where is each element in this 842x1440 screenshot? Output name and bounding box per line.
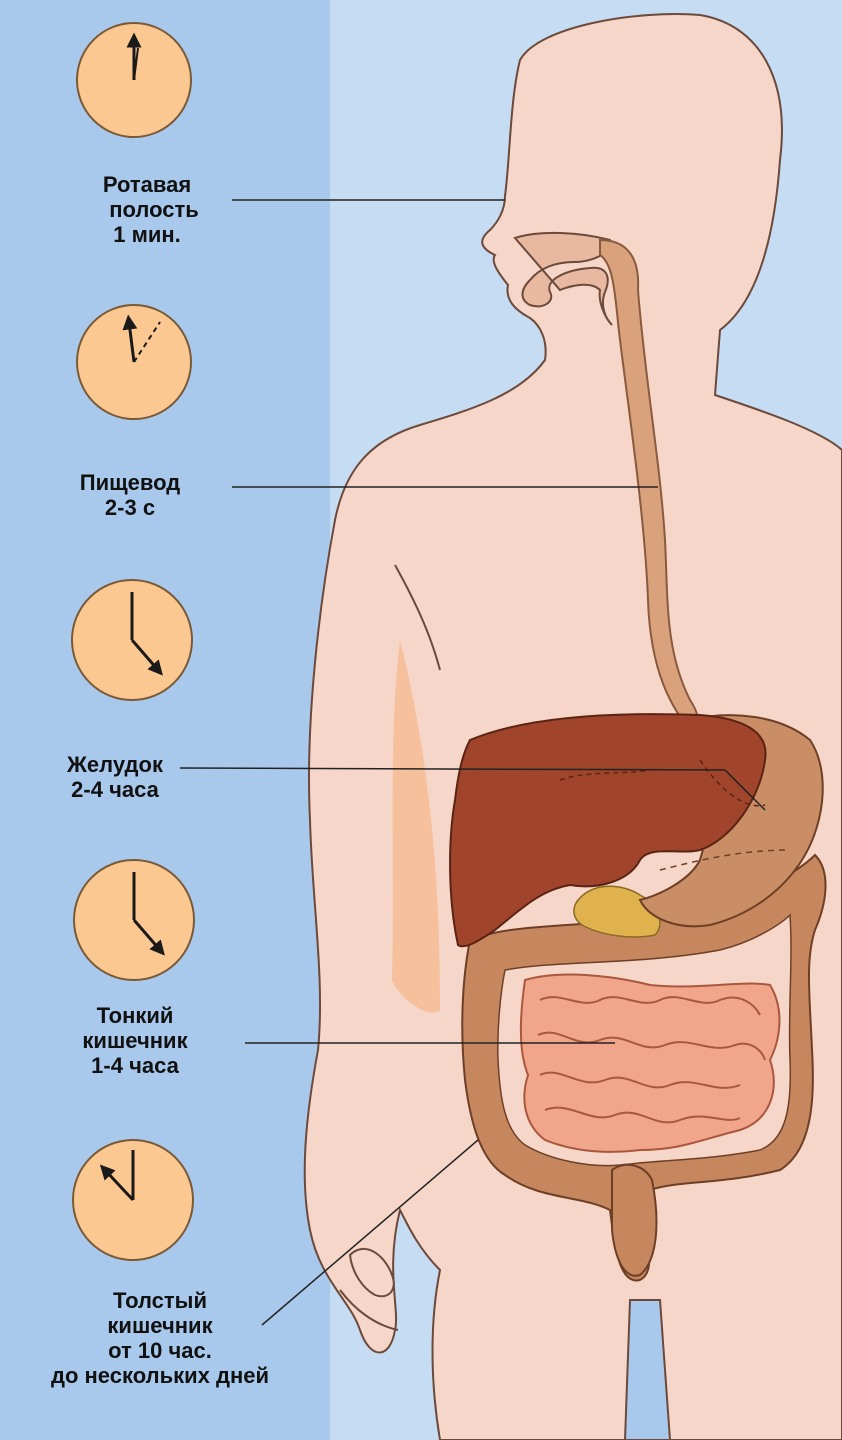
label-line: Толстый (5, 1288, 315, 1313)
label-line: 1 мин. (62, 222, 232, 247)
label-mouth: Ротавая полость 1 мин. (62, 172, 232, 247)
clock-small-intestine (74, 860, 194, 980)
label-line: полость (62, 197, 232, 222)
small-intestine (521, 975, 780, 1152)
label-large-intestine: Толстый кишечник от 10 час. до нескольки… (5, 1288, 315, 1388)
label-line: 2-3 с (45, 495, 215, 520)
label-line: Ротавая (62, 172, 232, 197)
clock-mouth (77, 23, 191, 137)
label-line: кишечник (45, 1028, 225, 1053)
label-line: Тонкий (45, 1003, 225, 1028)
label-line: 2-4 часа (30, 777, 200, 802)
label-line: до нескольких дней (5, 1363, 315, 1388)
label-line: 1-4 часа (45, 1053, 225, 1078)
label-small-intestine: Тонкий кишечник 1-4 часа (45, 1003, 225, 1078)
clock-esophagus (77, 305, 191, 419)
label-line: Пищевод (45, 470, 215, 495)
label-line: кишечник (5, 1313, 315, 1338)
clock-stomach (72, 580, 192, 700)
label-line: Желудок (30, 752, 200, 777)
rectum (612, 1165, 656, 1276)
label-esophagus: Пищевод 2-3 с (45, 470, 215, 520)
label-stomach: Желудок 2-4 часа (30, 752, 200, 802)
label-line: от 10 час. (5, 1338, 315, 1363)
clock-large-intestine (73, 1140, 193, 1260)
